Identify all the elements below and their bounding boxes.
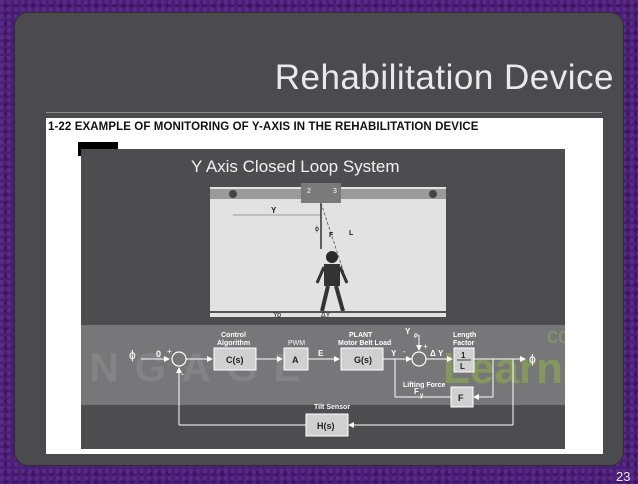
e-signal: E — [318, 349, 324, 358]
panel-title: Y Axis Closed Loop System — [191, 157, 400, 176]
block-diagram: ϕ 0 + - Control Algorithm C(s) PWM A — [129, 327, 536, 437]
watermark-left: ENGAGE — [81, 346, 316, 390]
fy-sub: y — [420, 393, 424, 399]
control-label-1: Control — [221, 332, 246, 339]
tilt-label: Tilt Sensor — [314, 404, 350, 411]
node-label-2: 2 — [307, 188, 311, 195]
sum1-plus: + — [167, 347, 172, 356]
y-signal: Y — [391, 349, 397, 358]
watermark-top: corn — [547, 323, 565, 348]
length-label-2: Factor — [453, 340, 475, 347]
page-number: 23 — [616, 469, 631, 484]
length-label-1: Length — [453, 332, 476, 339]
rail-pulley-right — [429, 190, 437, 198]
yp-label: Yp — [273, 312, 281, 319]
lifting-force-label: Lifting Force — [403, 382, 445, 389]
sum2-minus: - — [403, 347, 406, 356]
input-phi: ϕ — [129, 348, 136, 362]
plant-label-1: PLANT — [349, 332, 373, 339]
length-denominator: L — [460, 362, 465, 371]
control-block-label: C(s) — [226, 355, 244, 365]
plant-block-label: G(s) — [354, 355, 372, 365]
amp-block-label: A — [292, 355, 299, 365]
rail-pulley-left — [229, 190, 237, 198]
dy-label: ΔY — [321, 312, 331, 319]
figure: 1-22 EXAMPLE OF MONITORING OF Y-AXIS IN … — [46, 118, 603, 454]
sum1-minus: - — [181, 369, 184, 379]
sum2-plus: + — [423, 342, 428, 351]
patient-figure — [315, 251, 349, 312]
mechanism-illustration: 2 3 Y F L ϕ — [210, 183, 446, 320]
pwm-label: PWM — [288, 340, 305, 347]
diagram-panel: Y Axis Closed Loop System 2 3 Y F L — [81, 149, 565, 449]
length-numerator: 1 — [461, 351, 466, 360]
carriage — [301, 183, 341, 203]
mechanism-background — [210, 187, 446, 317]
fy-signal: F — [414, 387, 419, 396]
slide: Rehabilitation Device 1-22 EXAMPLE OF MO… — [14, 12, 630, 484]
node-label-3: 3 — [333, 188, 337, 195]
diagram-svg: Y Axis Closed Loop System 2 3 Y F L — [81, 157, 565, 437]
title-divider — [46, 112, 602, 113]
plant-label-2: Motor Belt Load — [338, 340, 391, 347]
watermark: ENGAGE Learnin corn — [81, 323, 565, 405]
output-phi: ϕ — [529, 352, 536, 366]
force-block-label: F — [458, 393, 464, 403]
yp-sub: P — [414, 334, 418, 340]
tilt-block-label: H(s) — [317, 421, 335, 431]
slide-title: Rehabilitation Device — [274, 58, 614, 97]
l-label: L — [349, 230, 354, 237]
input-value: 0 — [156, 349, 161, 359]
yp-signal: Y — [405, 327, 411, 336]
y-label: Y — [271, 206, 277, 215]
tilt-line — [320, 202, 347, 280]
dy-signal: Δ Y — [430, 349, 444, 358]
control-label-2: Algorithm — [217, 340, 250, 347]
phi-mech-label: ϕ — [315, 226, 319, 233]
figure-heading: 1-22 EXAMPLE OF MONITORING OF Y-AXIS IN … — [48, 121, 479, 133]
f-label: F — [329, 232, 334, 239]
